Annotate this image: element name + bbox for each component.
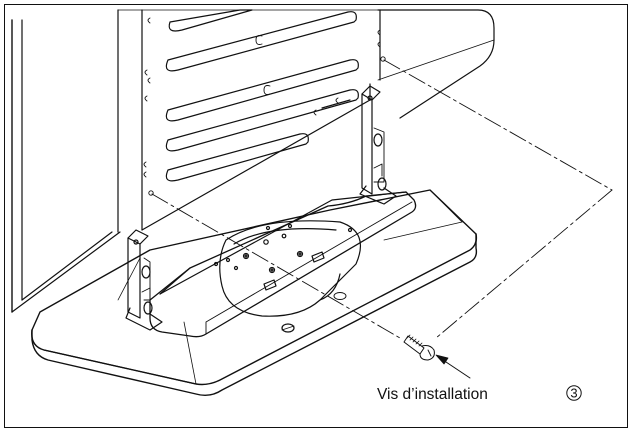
ventilation-slots (165, 9, 359, 182)
stand-base-plate (31, 189, 478, 397)
screw-icon (403, 334, 435, 361)
callout-number: 3 (570, 386, 577, 401)
callout-label: Vis d’installation (377, 386, 488, 403)
tv-back-panel (11, 9, 495, 313)
right-post (359, 85, 397, 205)
diagram-frame (4, 4, 628, 428)
circled-number-icon: 3 (566, 385, 582, 401)
guide-lines (151, 59, 613, 339)
left-post (125, 229, 163, 331)
stand-bracket (149, 191, 417, 338)
panel-holes (143, 17, 386, 196)
arrow-icon (435, 354, 471, 379)
